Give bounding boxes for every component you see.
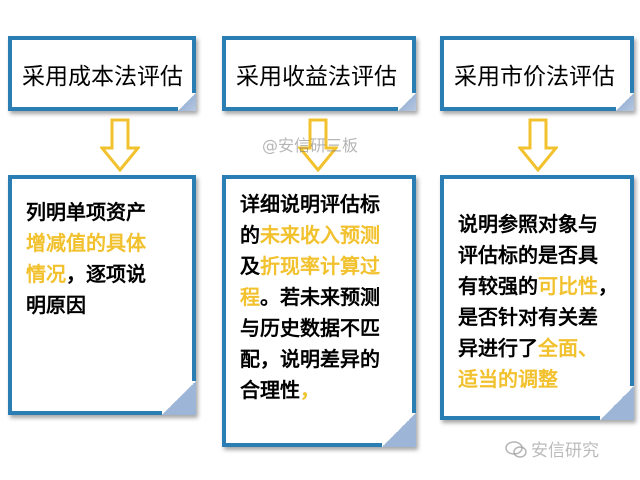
page-curl — [398, 93, 416, 111]
body-cost-line-1: 列明单项资产 — [26, 200, 146, 224]
watermark-bottom: 安信研究 — [505, 436, 599, 461]
watermark-top: @安信研三板 — [262, 136, 359, 155]
body-market-line-3: 有较强的可比性， — [458, 274, 618, 298]
header-cost-method: 采用成本法评估 — [8, 36, 196, 111]
body-income-method: 详细说明评估标 的未来收入预测 及折现率计算过 程。若未来预测 与历史数据不匹 … — [222, 175, 416, 447]
body-income-line-6: 配，说明差异的 — [240, 347, 380, 371]
body-income-line-2: 的未来收入预测 — [240, 223, 380, 247]
watermark-bottom-text: 安信研究 — [531, 441, 599, 461]
page-curl — [600, 386, 634, 420]
body-market-line-2: 评估标的是否具 — [458, 243, 598, 267]
header-market-method-label: 采用市价法评估 — [454, 63, 615, 90]
body-cost-method: 列明单项资产 增减值的具体 情况，逐项说 明原因 — [8, 175, 196, 415]
page-curl — [178, 93, 196, 111]
body-income-line-4: 程。若未来预测 — [240, 285, 380, 309]
body-cost-line-4: 明原因 — [26, 293, 86, 317]
page-curl — [382, 413, 416, 447]
down-arrow-3 — [518, 118, 558, 172]
body-market-line-1: 说明参照对象与 — [458, 212, 598, 236]
body-income-line-3: 及折现率计算过 — [240, 254, 380, 278]
wechat-icon — [505, 440, 527, 458]
body-market-line-6: 适当的调整 — [458, 367, 558, 391]
body-market-line-5: 异进行了全面、 — [458, 336, 598, 360]
body-market-method: 说明参照对象与 评估标的是否具 有较强的可比性， 是否针对有关差 异进行了全面、… — [440, 175, 634, 420]
page-curl — [616, 93, 634, 111]
down-arrow-1 — [100, 118, 140, 172]
header-cost-method-label: 采用成本法评估 — [22, 63, 183, 90]
page-curl — [162, 381, 196, 415]
down-arrow-2 — [298, 118, 338, 172]
body-income-line-1: 详细说明评估标 — [240, 192, 380, 216]
body-market-line-4: 是否针对有关差 — [458, 305, 598, 329]
header-income-method-label: 采用收益法评估 — [236, 63, 397, 90]
body-income-line-5: 与历史数据不匹 — [240, 316, 380, 340]
header-market-method: 采用市价法评估 — [440, 36, 634, 111]
body-cost-line-3: 情况，逐项说 — [26, 262, 146, 286]
header-income-method: 采用收益法评估 — [222, 36, 416, 111]
body-income-line-7: 合理性， — [240, 378, 320, 402]
body-cost-line-2: 增减值的具体 — [26, 231, 146, 255]
